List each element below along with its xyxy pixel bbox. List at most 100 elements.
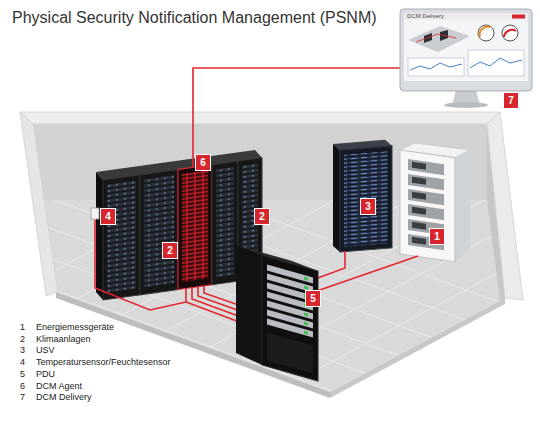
rack (340, 146, 392, 252)
rack-front (262, 255, 318, 381)
rack-slots (344, 151, 388, 247)
gauge-arc (504, 30, 516, 37)
legend-text: DCM Agent (36, 381, 82, 392)
legend-text: Temperatursensor/Feuchtesensor (36, 357, 171, 368)
title: Physical Security Notification Managemen… (12, 9, 377, 27)
callout-box: 4 (100, 208, 116, 225)
callout-box: 5 (305, 290, 321, 307)
rack-slots (216, 167, 234, 278)
rack (212, 161, 238, 285)
agent-glow (186, 173, 187, 281)
legend-number: 3 (20, 345, 25, 356)
tile-line (0, 90, 540, 380)
server-led (304, 321, 308, 325)
screen-title: DCM Delivery (407, 13, 444, 20)
meter-display (412, 192, 426, 200)
tile-line (0, 120, 540, 317)
screen-header (404, 13, 528, 20)
agent-glow (194, 172, 195, 280)
gauge-arc (480, 27, 490, 37)
meter-module (408, 189, 444, 205)
callout-number: 7 (508, 94, 514, 107)
meter-display (412, 237, 426, 245)
pdu-rack (236, 245, 318, 381)
chart (468, 50, 524, 76)
legend-number: 2 (20, 334, 25, 345)
callout-number: 4 (105, 210, 111, 223)
legend-number: 6 (20, 381, 25, 392)
callout-box: 1 (429, 228, 445, 245)
tile-line (0, 250, 540, 422)
legend-number: 4 (20, 357, 25, 368)
server-led (304, 330, 308, 334)
tile-line (0, 130, 540, 420)
meter-display (412, 177, 426, 185)
callout-number: 2 (259, 210, 265, 223)
wall-rim (20, 112, 500, 124)
agent-slots (182, 170, 208, 282)
legend-text: Klimaanlagen (36, 334, 91, 345)
agent-glow (202, 171, 203, 279)
ups-rack (333, 140, 392, 252)
callout-number: 3 (365, 200, 371, 213)
agent-rack (178, 165, 212, 290)
meter-display (412, 207, 426, 215)
rack-slots (107, 180, 136, 292)
callout-number: 1 (434, 230, 440, 243)
callout-number: 6 (200, 156, 206, 169)
meter-module (408, 159, 444, 175)
floor-edge (56, 292, 330, 398)
callout-number: 2 (167, 244, 173, 257)
meter-display (412, 162, 426, 170)
legend-number: 1 (20, 322, 25, 333)
chart-line (410, 63, 462, 70)
meter-module (408, 204, 444, 220)
gauge (478, 25, 494, 41)
sensor (91, 208, 99, 219)
rack (140, 170, 178, 295)
legend-number: 5 (20, 369, 25, 380)
gauge (502, 25, 518, 41)
rack-front (340, 146, 392, 252)
callout-box: 6 (195, 154, 211, 171)
rack-side (96, 172, 103, 300)
tile-line (0, 240, 540, 422)
rack-side (333, 144, 340, 252)
legend-text: USV (36, 345, 55, 356)
tile-line (0, 10, 540, 300)
room (0, 10, 540, 422)
server-led (304, 276, 308, 280)
callout-box: 2 (254, 208, 270, 225)
wire (193, 68, 400, 168)
callout-box: 3 (360, 198, 376, 215)
wire (95, 220, 186, 310)
cabinet (400, 150, 455, 262)
meter-cabinet (400, 143, 470, 262)
legend-text: Energiemessgeräte (36, 322, 114, 333)
legend-text: DCM Delivery (36, 392, 92, 403)
callout-box: 2 (162, 242, 178, 259)
rack-slots (144, 175, 174, 287)
legend-text: PDU (36, 369, 55, 380)
cabinet-side (455, 150, 470, 262)
rack-bay (267, 332, 313, 373)
floor-edge (330, 298, 505, 398)
screen-wire (416, 34, 456, 42)
chart (408, 58, 464, 76)
meter-display (412, 222, 426, 230)
screen-logo (512, 15, 525, 19)
screen (404, 13, 528, 81)
meter-module (408, 174, 444, 190)
legend-number: 7 (20, 392, 25, 403)
rack (103, 175, 140, 300)
server-led (304, 312, 308, 316)
chart-line (470, 58, 522, 68)
left-wall (20, 112, 58, 296)
monitor (400, 9, 532, 108)
screen-room (408, 26, 470, 52)
monitor-base (444, 102, 488, 108)
rack-side (236, 245, 262, 365)
monitor-frame (400, 9, 532, 91)
